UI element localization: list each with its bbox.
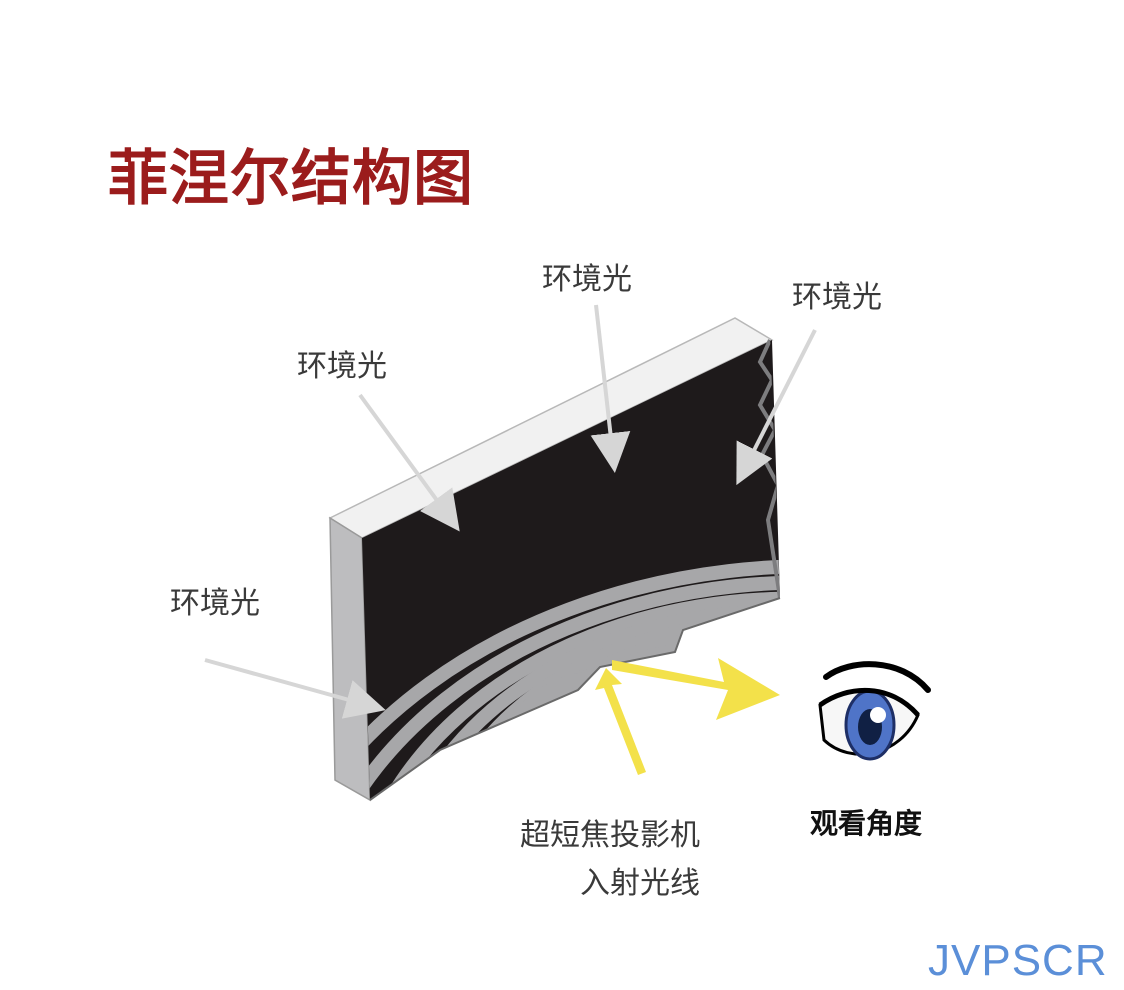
ambient-arrow-1 (358, 393, 460, 532)
viewing-angle-label: 观看角度 (810, 807, 923, 840)
ambient-arrow-4 (204, 658, 386, 719)
eye-icon (818, 661, 931, 761)
ridge-2 (362, 575, 780, 794)
ambient-light-label: 环境光 (792, 280, 882, 315)
fresnel-panel (328, 317, 781, 802)
watermark: JVPSCR (928, 936, 1108, 985)
projector-label-line1: 超短焦投影机 (520, 818, 700, 853)
projector-label-line2: 入射光线 (580, 866, 700, 901)
incident-light-arrow (595, 668, 646, 775)
ridge-1 (362, 559, 780, 785)
ambient-light-label: 环境光 (542, 262, 632, 297)
ridge-3 (383, 591, 780, 800)
diagram-title: 菲涅尔结构图 (108, 144, 474, 214)
ambient-arrow-2 (590, 304, 631, 473)
ambient-light-label: 环境光 (297, 349, 387, 384)
panel-bottom-edge (369, 597, 781, 801)
reflected-light-arrow (612, 658, 780, 720)
ambient-arrow-3 (736, 329, 817, 486)
projector-light (595, 658, 780, 775)
ambient-light-arrows (204, 304, 817, 719)
ambient-light-label: 环境光 (170, 586, 260, 621)
projector-incident-label: 超短焦投影机 入射光线 (460, 812, 700, 908)
